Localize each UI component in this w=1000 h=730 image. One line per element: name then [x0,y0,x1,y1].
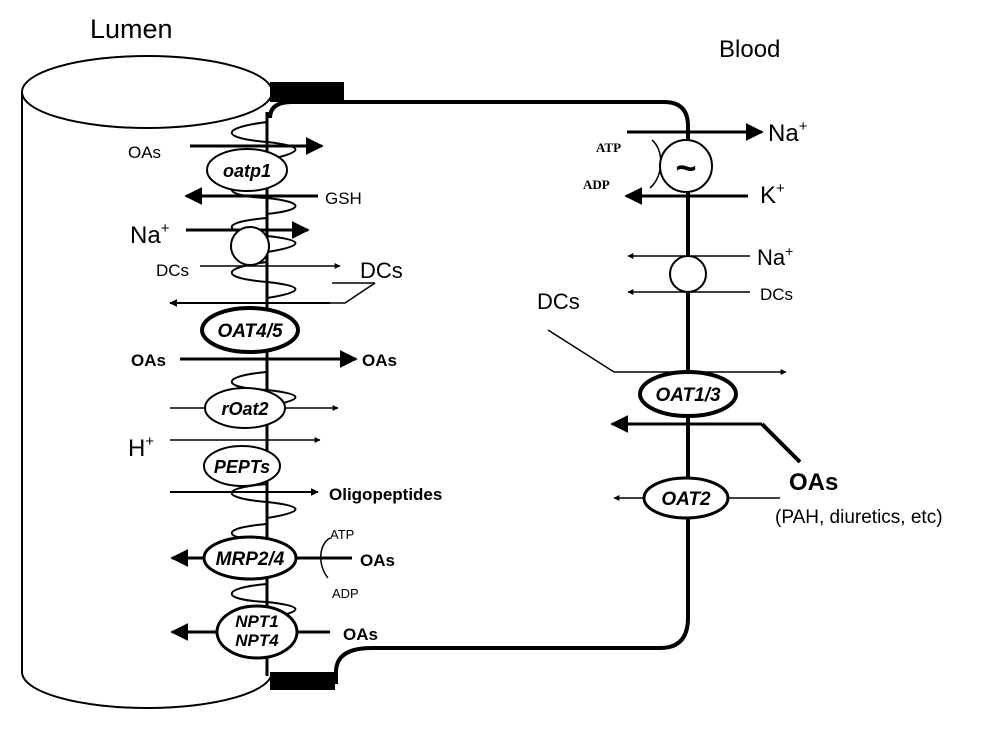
tight-junction-bottom [270,672,335,690]
transporter-oat2: OAT2 [613,476,780,520]
dc-baso-label: DCs [537,289,580,314]
dc-baso-in-label: DCs [760,285,793,304]
oatp1-name: oatp1 [223,161,271,181]
na-dc-baso-circle [669,255,707,293]
oat2-ellipse [642,476,730,520]
transporter-pepts: PEPTs H+ Oligopeptides [128,433,442,504]
blood-oas-sublabel: (PAH, diuretics, etc) [775,507,943,528]
npt-ellipse [215,604,299,660]
na-baso-label: Na+ [757,243,793,270]
pepts-ellipse [203,445,281,487]
transporter-mrp2-4: MRP2/4 ATP ADP OAs [170,527,395,601]
oat13-oas-leader [760,422,802,464]
oligopeptides-label: Oligopeptides [329,485,442,504]
oat13-dc-leader [547,329,615,373]
transporter-npt1-npt4: NPT1 NPT4 OAs [170,604,378,660]
blood-label: Blood [719,36,780,63]
oat13-ellipse [638,370,738,418]
oat45-left-label: OAs [131,351,166,370]
oatp1-in-label: OAs [128,143,161,162]
transporter-oatp1: oatp1 OAs GSH [128,137,362,208]
transporter-na-dc-apical: Na+ DCs DCs [130,220,403,307]
pepts-name: PEPTs [214,457,270,477]
oat45-name: OAT4/5 [217,321,283,342]
mrp24-atp-curve [320,537,331,579]
transporter-oat4-5: OAT4/5 OAs OAs [131,306,397,370]
pump-circle [659,139,713,193]
oatp1-out-label: GSH [325,189,362,208]
pump-symbol: ~ [675,147,696,188]
oat45-right-label: OAs [362,351,397,370]
oat2-name: OAT2 [661,489,711,510]
transporter-na-dc-basolateral: Na+ DCs DCs [537,243,793,314]
oat45-ellipse [200,306,300,354]
na-dc-apical-circle [230,226,270,266]
oatp1-ellipse [206,148,288,192]
npt-name-line2: NPT4 [235,631,279,650]
na-k-atpase: ~ ATP ADP Na+ K+ [583,118,808,209]
pump-k-label: K+ [760,180,785,209]
dc-apical-out-label: DCs [360,258,403,283]
mrp24-out-label: OAs [360,551,395,570]
lumen-cylinder-body [21,92,273,709]
h-label: H+ [128,433,154,462]
tight-junction-top [270,82,344,102]
pump-adp-label: ADP [583,177,610,192]
lumen-opening [21,55,273,129]
mrp24-ellipse [202,535,298,581]
lumen-label: Lumen [90,14,173,44]
dc-apical-in-label: DCs [156,261,189,280]
mrp24-atp-label: ATP [330,527,354,542]
na-apical-label: Na+ [130,220,170,249]
npt-name-line1: NPT1 [235,612,278,631]
roat2-ellipse [204,387,286,429]
pump-atp-label: ATP [596,140,621,155]
dc-apical-leader-2 [330,282,376,304]
mrp24-adp-label: ADP [332,586,359,601]
transporter-roat2: rOat2 [170,387,339,429]
mrp24-name: MRP2/4 [216,549,285,570]
roat2-name: rOat2 [221,399,268,419]
blood-oas-label: OAs [789,469,838,496]
npt-out-label: OAs [343,625,378,644]
transporter-oat1-3: OAT1/3 [547,329,802,464]
cell-membrane-basolateral [268,100,690,684]
oat13-name: OAT1/3 [655,385,721,406]
pump-na-label: Na+ [768,118,808,147]
